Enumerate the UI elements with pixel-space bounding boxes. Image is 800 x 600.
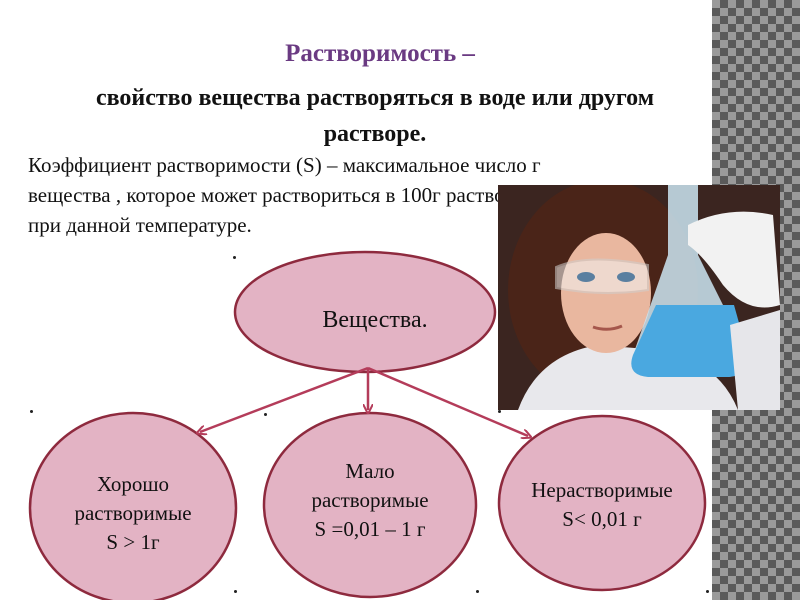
woman-with-flask-photo (498, 185, 780, 410)
child-2-line-2: растворимые (311, 488, 429, 512)
child-node-1-ellipse (28, 411, 238, 600)
decor-dot (264, 413, 267, 416)
coefficient-definition: Коэффициент растворимости (S) – максимал… (28, 150, 728, 240)
decor-dot (233, 256, 236, 259)
decor-dot (498, 410, 501, 413)
child-1-line-1: Хорошо (96, 472, 169, 496)
child-node-3-text: Нерастворимые S< 0,01 г (505, 476, 699, 534)
slide-title: Растворимость – (285, 40, 475, 67)
coef-line-2: вещества , которое может раствориться в … (28, 183, 565, 207)
coef-line-1: Коэффициент растворимости (S) – максимал… (28, 153, 541, 177)
child-node-1-text: Хорошо растворимые S > 1г (40, 470, 226, 557)
arrow-to-child-3 (367, 366, 528, 436)
decor-dot (476, 590, 479, 593)
root-node-label: Вещества. (322, 307, 428, 333)
subtitle-line-1: свойство вещества растворяться в воде ил… (95, 85, 655, 111)
subtitle-line-2: растворе. (323, 121, 427, 147)
child-node-3-ellipse (497, 414, 707, 592)
photo-illustration (498, 185, 780, 410)
arrow-to-child-1 (200, 366, 369, 432)
child-node-2-text: Мало растворимые S =0,01 – 1 г (275, 457, 465, 544)
child-3-line-2: S< 0,01 г (562, 507, 642, 531)
child-1-line-2: растворимые (74, 501, 192, 525)
root-node-ellipse (233, 250, 497, 374)
slide-subtitle: свойство вещества растворяться в воде ил… (20, 80, 730, 152)
child-1-line-3: S > 1г (106, 530, 160, 554)
decor-dot (30, 410, 33, 413)
decor-dot (706, 590, 709, 593)
child-2-line-3: S =0,01 – 1 г (314, 517, 426, 541)
decor-dot (234, 590, 237, 593)
child-2-line-1: Мало (345, 459, 395, 483)
child-3-line-1: Нерастворимые (531, 478, 673, 502)
coef-line-3: при данной температуре. (28, 213, 252, 237)
